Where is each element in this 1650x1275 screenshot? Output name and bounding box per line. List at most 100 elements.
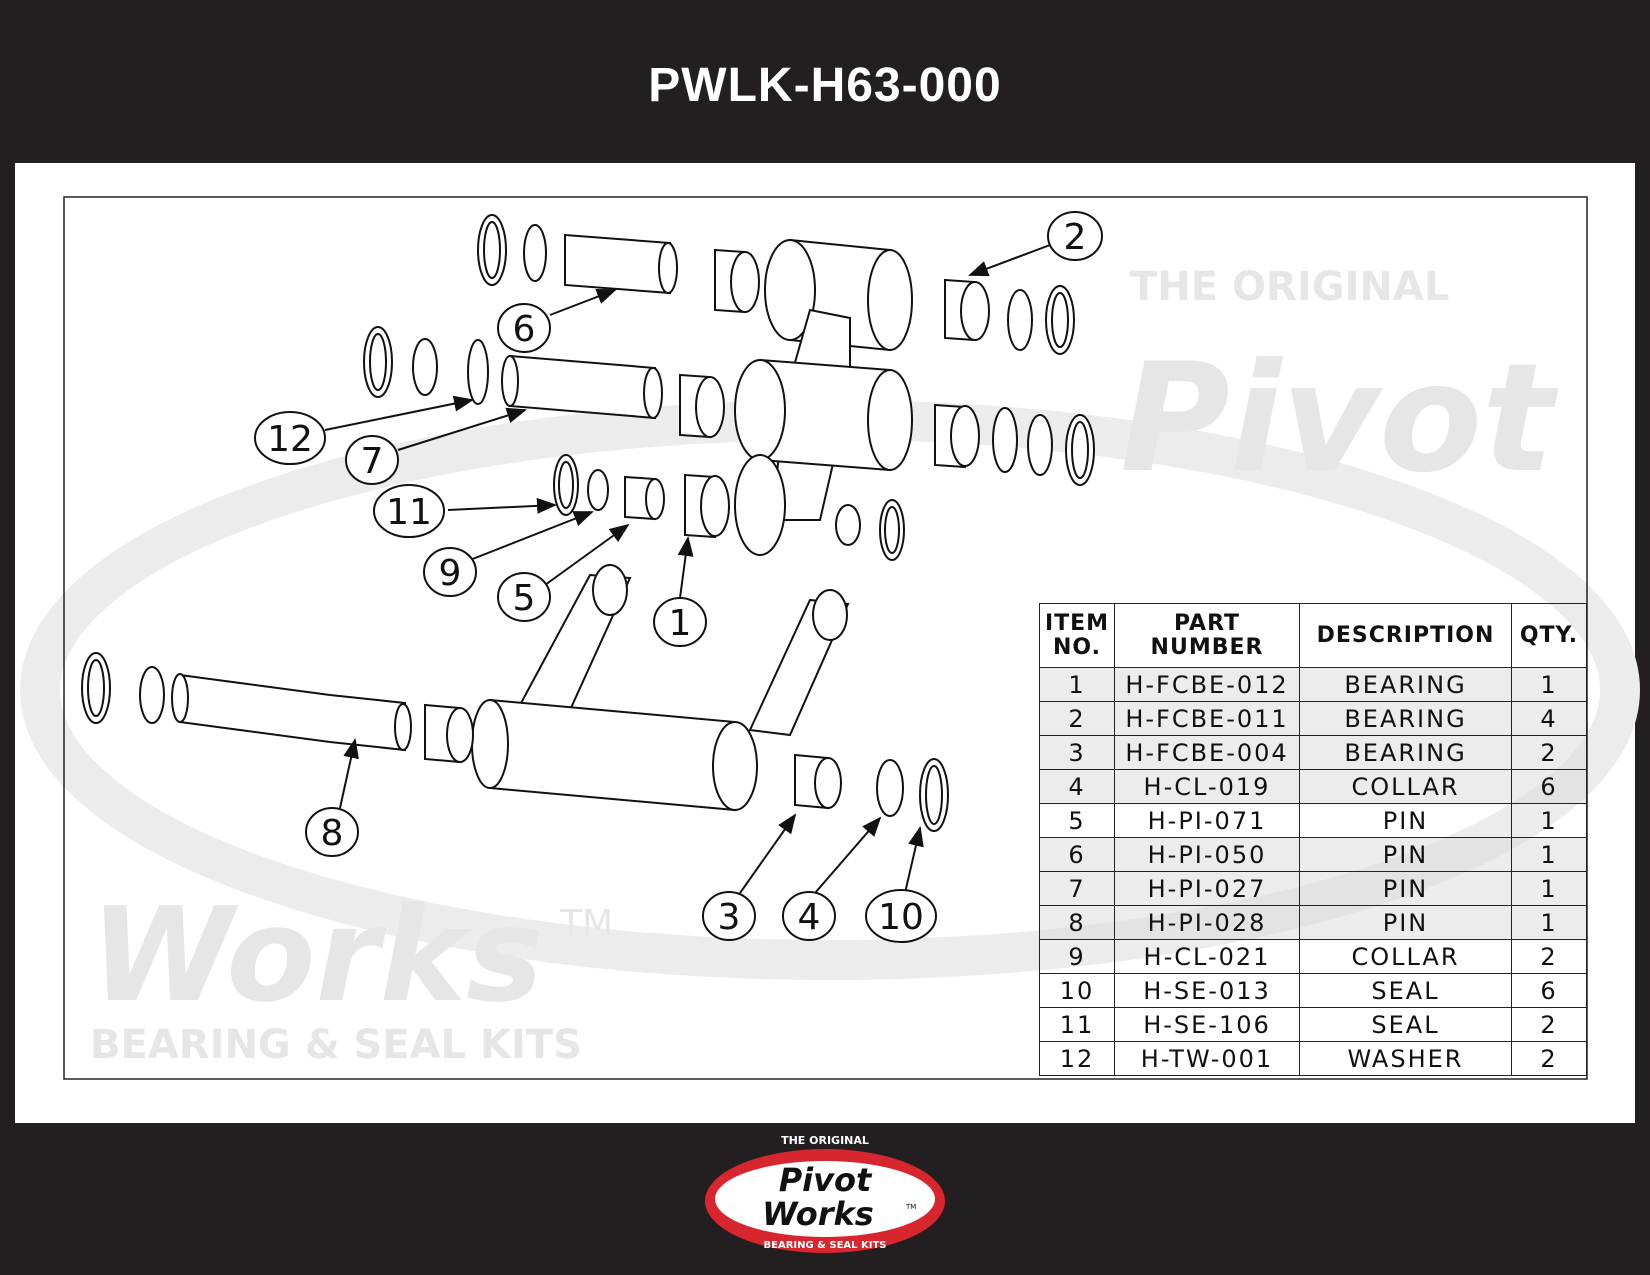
cell-item: 2 <box>1039 701 1115 736</box>
leader-lines <box>324 244 1051 894</box>
cell-description: WASHER <box>1299 1041 1512 1076</box>
watermark: THE ORIGINAL Pivot Works TM BEARING & SE… <box>20 264 1640 1068</box>
watermark-pivot: Pivot <box>1120 332 1559 506</box>
cell-description: SEAL <box>1299 1007 1512 1042</box>
pin-part-6 <box>564 233 671 295</box>
callout-8: 8 <box>305 807 359 857</box>
collar-part <box>139 666 165 724</box>
cell-qty: 6 <box>1511 973 1587 1008</box>
svg-text:5: 5 <box>513 578 536 619</box>
cell-part: H-PI-071 <box>1114 803 1300 838</box>
cell-part: H-CL-019 <box>1114 769 1300 804</box>
callout-1: 1 <box>653 597 707 647</box>
header-item-label: ITEM <box>1044 610 1110 636</box>
cell-part: H-FCBE-004 <box>1114 735 1300 770</box>
washer-part <box>467 339 489 405</box>
svg-text:9: 9 <box>439 553 462 594</box>
logo-works: Works <box>762 1195 874 1233</box>
cell-qty: 2 <box>1511 735 1587 770</box>
cell-part: H-TW-001 <box>1114 1041 1300 1076</box>
logo-tagline-top: THE ORIGINAL <box>781 1134 869 1147</box>
callout-2: 2 <box>1047 211 1103 261</box>
collar-part-4 <box>876 759 904 817</box>
cell-description: BEARING <box>1299 735 1512 770</box>
svg-text:12: 12 <box>267 419 313 460</box>
svg-text:6: 6 <box>513 309 536 350</box>
watermark-top: THE ORIGINAL <box>1130 264 1449 310</box>
header-qty: QTY. <box>1511 603 1587 668</box>
svg-text:3: 3 <box>718 897 741 938</box>
logo-pivot: Pivot <box>779 1161 873 1199</box>
cell-part: H-FCBE-011 <box>1114 701 1300 736</box>
svg-text:11: 11 <box>386 492 432 533</box>
cell-item: 7 <box>1039 871 1115 906</box>
cell-qty: 6 <box>1511 769 1587 804</box>
cell-description: SEAL <box>1299 973 1512 1008</box>
dogbone-cross-tube <box>489 698 736 812</box>
cell-qty: 1 <box>1511 905 1587 940</box>
pin-part-7 <box>509 354 656 420</box>
drawing-border <box>63 196 1588 1080</box>
logo-tagline-bottom: BEARING & SEAL KITS <box>764 1240 887 1251</box>
cell-item: 5 <box>1039 803 1115 838</box>
callout-7: 7 <box>345 435 399 485</box>
svg-text:10: 10 <box>878 897 924 938</box>
callout-11: 11 <box>373 484 445 538</box>
cell-item: 10 <box>1039 973 1115 1008</box>
watermark-works: Works <box>90 879 544 1031</box>
header-no-label: NO. <box>1053 634 1101 660</box>
cell-description: PIN <box>1299 803 1512 838</box>
callout-6: 6 <box>497 303 551 353</box>
collar-part <box>1007 289 1033 351</box>
cell-description: COLLAR <box>1299 769 1512 804</box>
header-part-label: PART <box>1173 610 1241 636</box>
cell-description: PIN <box>1299 905 1512 940</box>
callout-4: 4 <box>782 891 836 941</box>
callout-12: 12 <box>254 411 326 465</box>
logo-tm: TM <box>905 1203 916 1211</box>
cell-qty: 2 <box>1511 939 1587 974</box>
cell-part: H-PI-028 <box>1114 905 1300 940</box>
cell-qty: 1 <box>1511 837 1587 872</box>
cell-qty: 2 <box>1511 1007 1587 1042</box>
cell-qty: 1 <box>1511 667 1587 702</box>
svg-text:7: 7 <box>361 441 384 482</box>
collar-part <box>523 224 547 282</box>
cell-item: 11 <box>1039 1007 1115 1042</box>
cell-description: BEARING <box>1299 667 1512 702</box>
cell-item: 12 <box>1039 1041 1115 1076</box>
pin-part-8 <box>179 673 406 752</box>
cell-description: COLLAR <box>1299 939 1512 974</box>
cell-qty: 2 <box>1511 1041 1587 1076</box>
cell-item: 6 <box>1039 837 1115 872</box>
collar-part-9 <box>587 469 609 511</box>
callout-10: 10 <box>865 889 937 943</box>
cell-part: H-SE-106 <box>1114 1007 1300 1042</box>
cell-part: H-CL-021 <box>1114 939 1300 974</box>
linkage-lower-boss <box>734 454 786 556</box>
pivot-works-logo: THE ORIGINAL Pivot Works TM BEARING & SE… <box>705 1134 945 1253</box>
cell-item: 1 <box>1039 667 1115 702</box>
cell-part: H-FCBE-012 <box>1114 667 1300 702</box>
cell-description: PIN <box>1299 871 1512 906</box>
svg-text:8: 8 <box>321 813 344 854</box>
cell-qty: 4 <box>1511 701 1587 736</box>
cell-part: H-SE-013 <box>1114 973 1300 1008</box>
cell-part: H-PI-027 <box>1114 871 1300 906</box>
svg-text:1: 1 <box>669 603 692 644</box>
cell-part: H-PI-050 <box>1114 837 1300 872</box>
